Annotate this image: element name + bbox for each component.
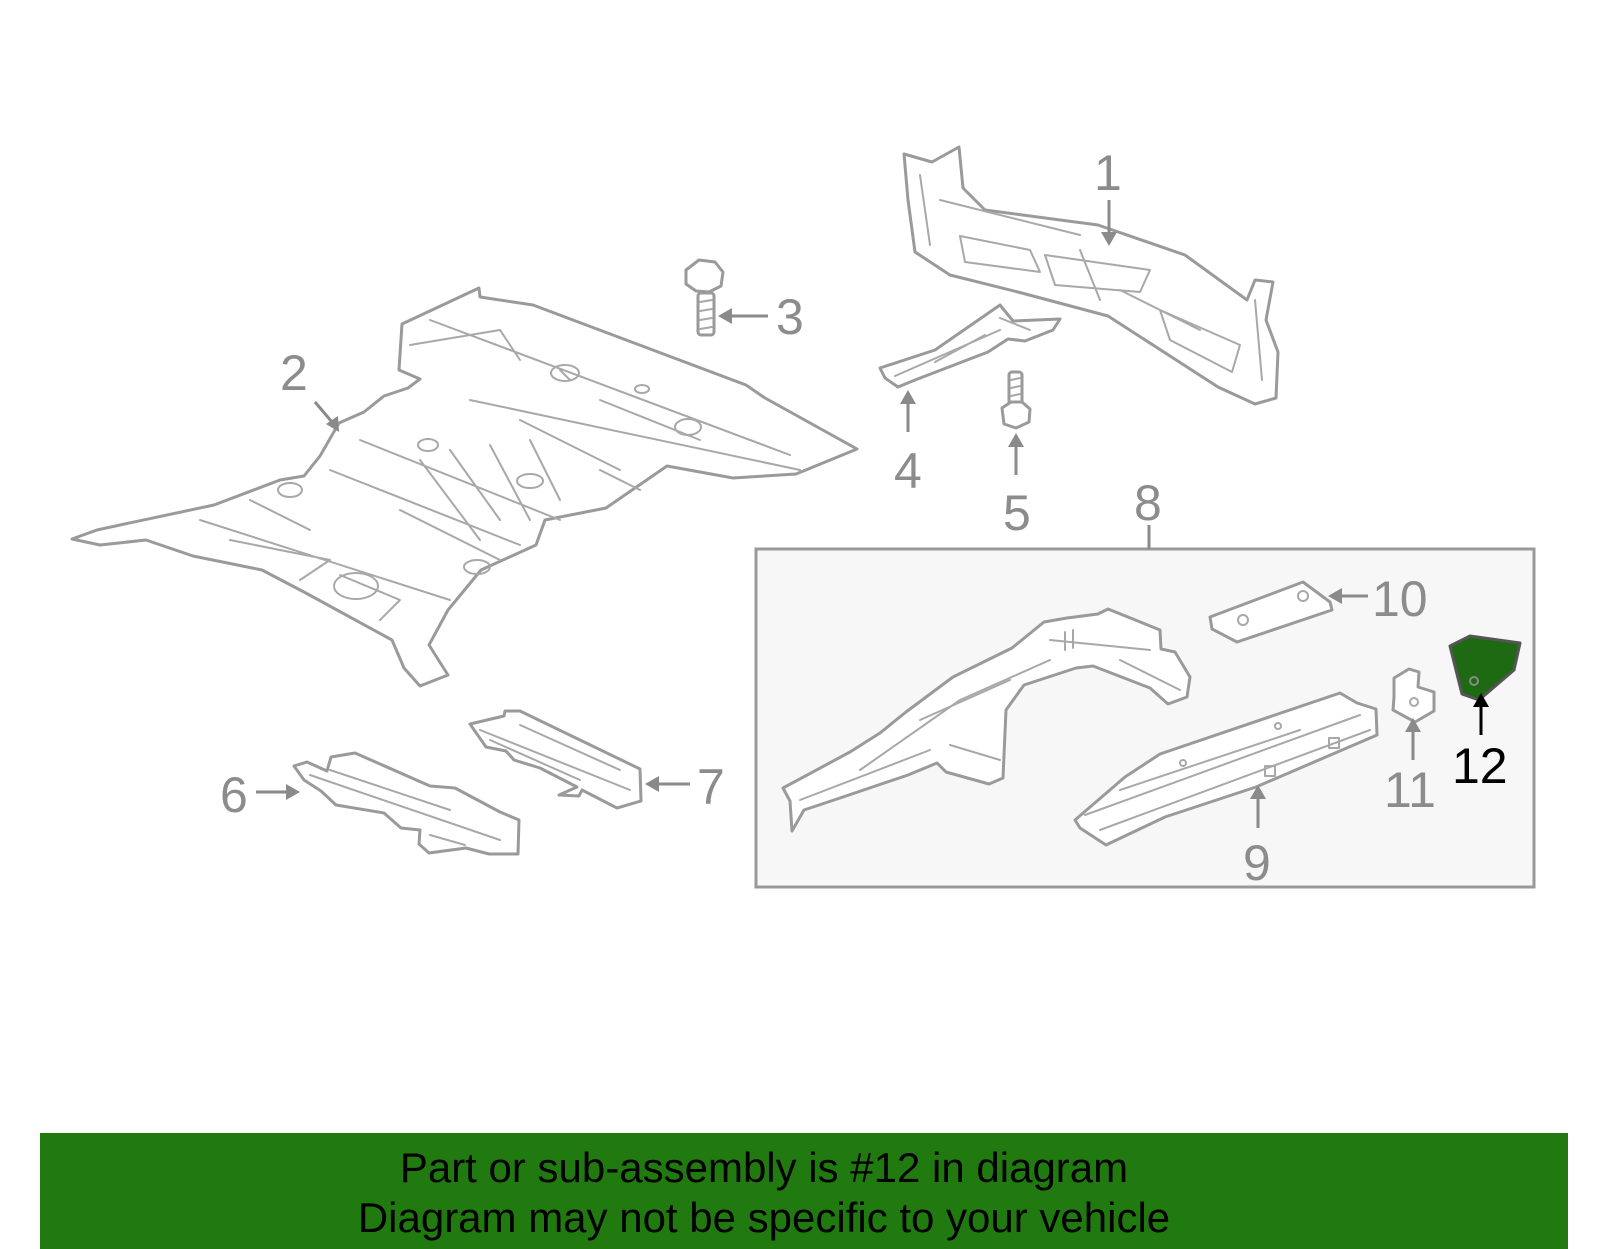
leader-5-arrowhead xyxy=(1008,433,1024,447)
leader-3-arrowhead xyxy=(718,308,732,324)
leader-2 xyxy=(313,401,334,423)
banner-line-1: Part or sub-assembly is #12 in diagram xyxy=(399,1144,1129,1191)
callouts: 1 2 3 4 5 6 7 8 9 10 11 12 xyxy=(220,145,1508,891)
info-banner: Part or sub-assembly is #12 in diagram D… xyxy=(40,1133,1568,1249)
leader-2-arrowhead xyxy=(326,416,339,432)
leader-6-arrowhead xyxy=(286,784,300,800)
callout-8: 8 xyxy=(1134,475,1162,531)
callout-6: 6 xyxy=(220,767,248,823)
callout-9: 9 xyxy=(1243,835,1271,891)
leader-11-arrowhead xyxy=(1405,718,1421,732)
callout-11: 11 xyxy=(1384,762,1436,818)
callout-10: 10 xyxy=(1372,571,1428,627)
callout-5: 5 xyxy=(1003,485,1031,541)
part-5-bolt xyxy=(1000,370,1032,430)
part-7-crossmember xyxy=(468,709,643,810)
banner-line-2: Diagram may not be specific to your vehi… xyxy=(357,1194,1171,1241)
part-11-small-bracket xyxy=(1391,667,1436,724)
callout-7: 7 xyxy=(697,759,725,815)
part-1-rear-panel xyxy=(902,145,1280,406)
leader-7-arrowhead xyxy=(645,776,659,792)
part-12-highlighted-bracket[interactable] xyxy=(1448,634,1522,702)
callout-4: 4 xyxy=(894,443,922,499)
leaders xyxy=(256,200,1489,828)
leader-4-arrowhead xyxy=(900,390,916,404)
leader-1-arrowhead xyxy=(1101,232,1117,246)
part-8-subassembly-frame xyxy=(754,547,1536,889)
leader-9-arrowhead xyxy=(1250,785,1266,799)
part-10-plate xyxy=(1208,580,1334,644)
part-9-rail xyxy=(1073,691,1379,847)
part-6-crossmember xyxy=(292,751,521,856)
callout-1: 1 xyxy=(1094,145,1122,201)
callout-2: 2 xyxy=(280,345,308,401)
part-2-floor-pan xyxy=(70,286,859,688)
part-4-bracket xyxy=(878,303,1062,389)
part-3-bolt xyxy=(684,258,725,337)
part-8-frame-rail xyxy=(781,607,1192,833)
callout-12: 12 xyxy=(1452,738,1508,794)
callout-3: 3 xyxy=(776,289,804,345)
leader-10-arrowhead xyxy=(1328,588,1342,604)
leader-12-arrowhead xyxy=(1473,693,1489,707)
